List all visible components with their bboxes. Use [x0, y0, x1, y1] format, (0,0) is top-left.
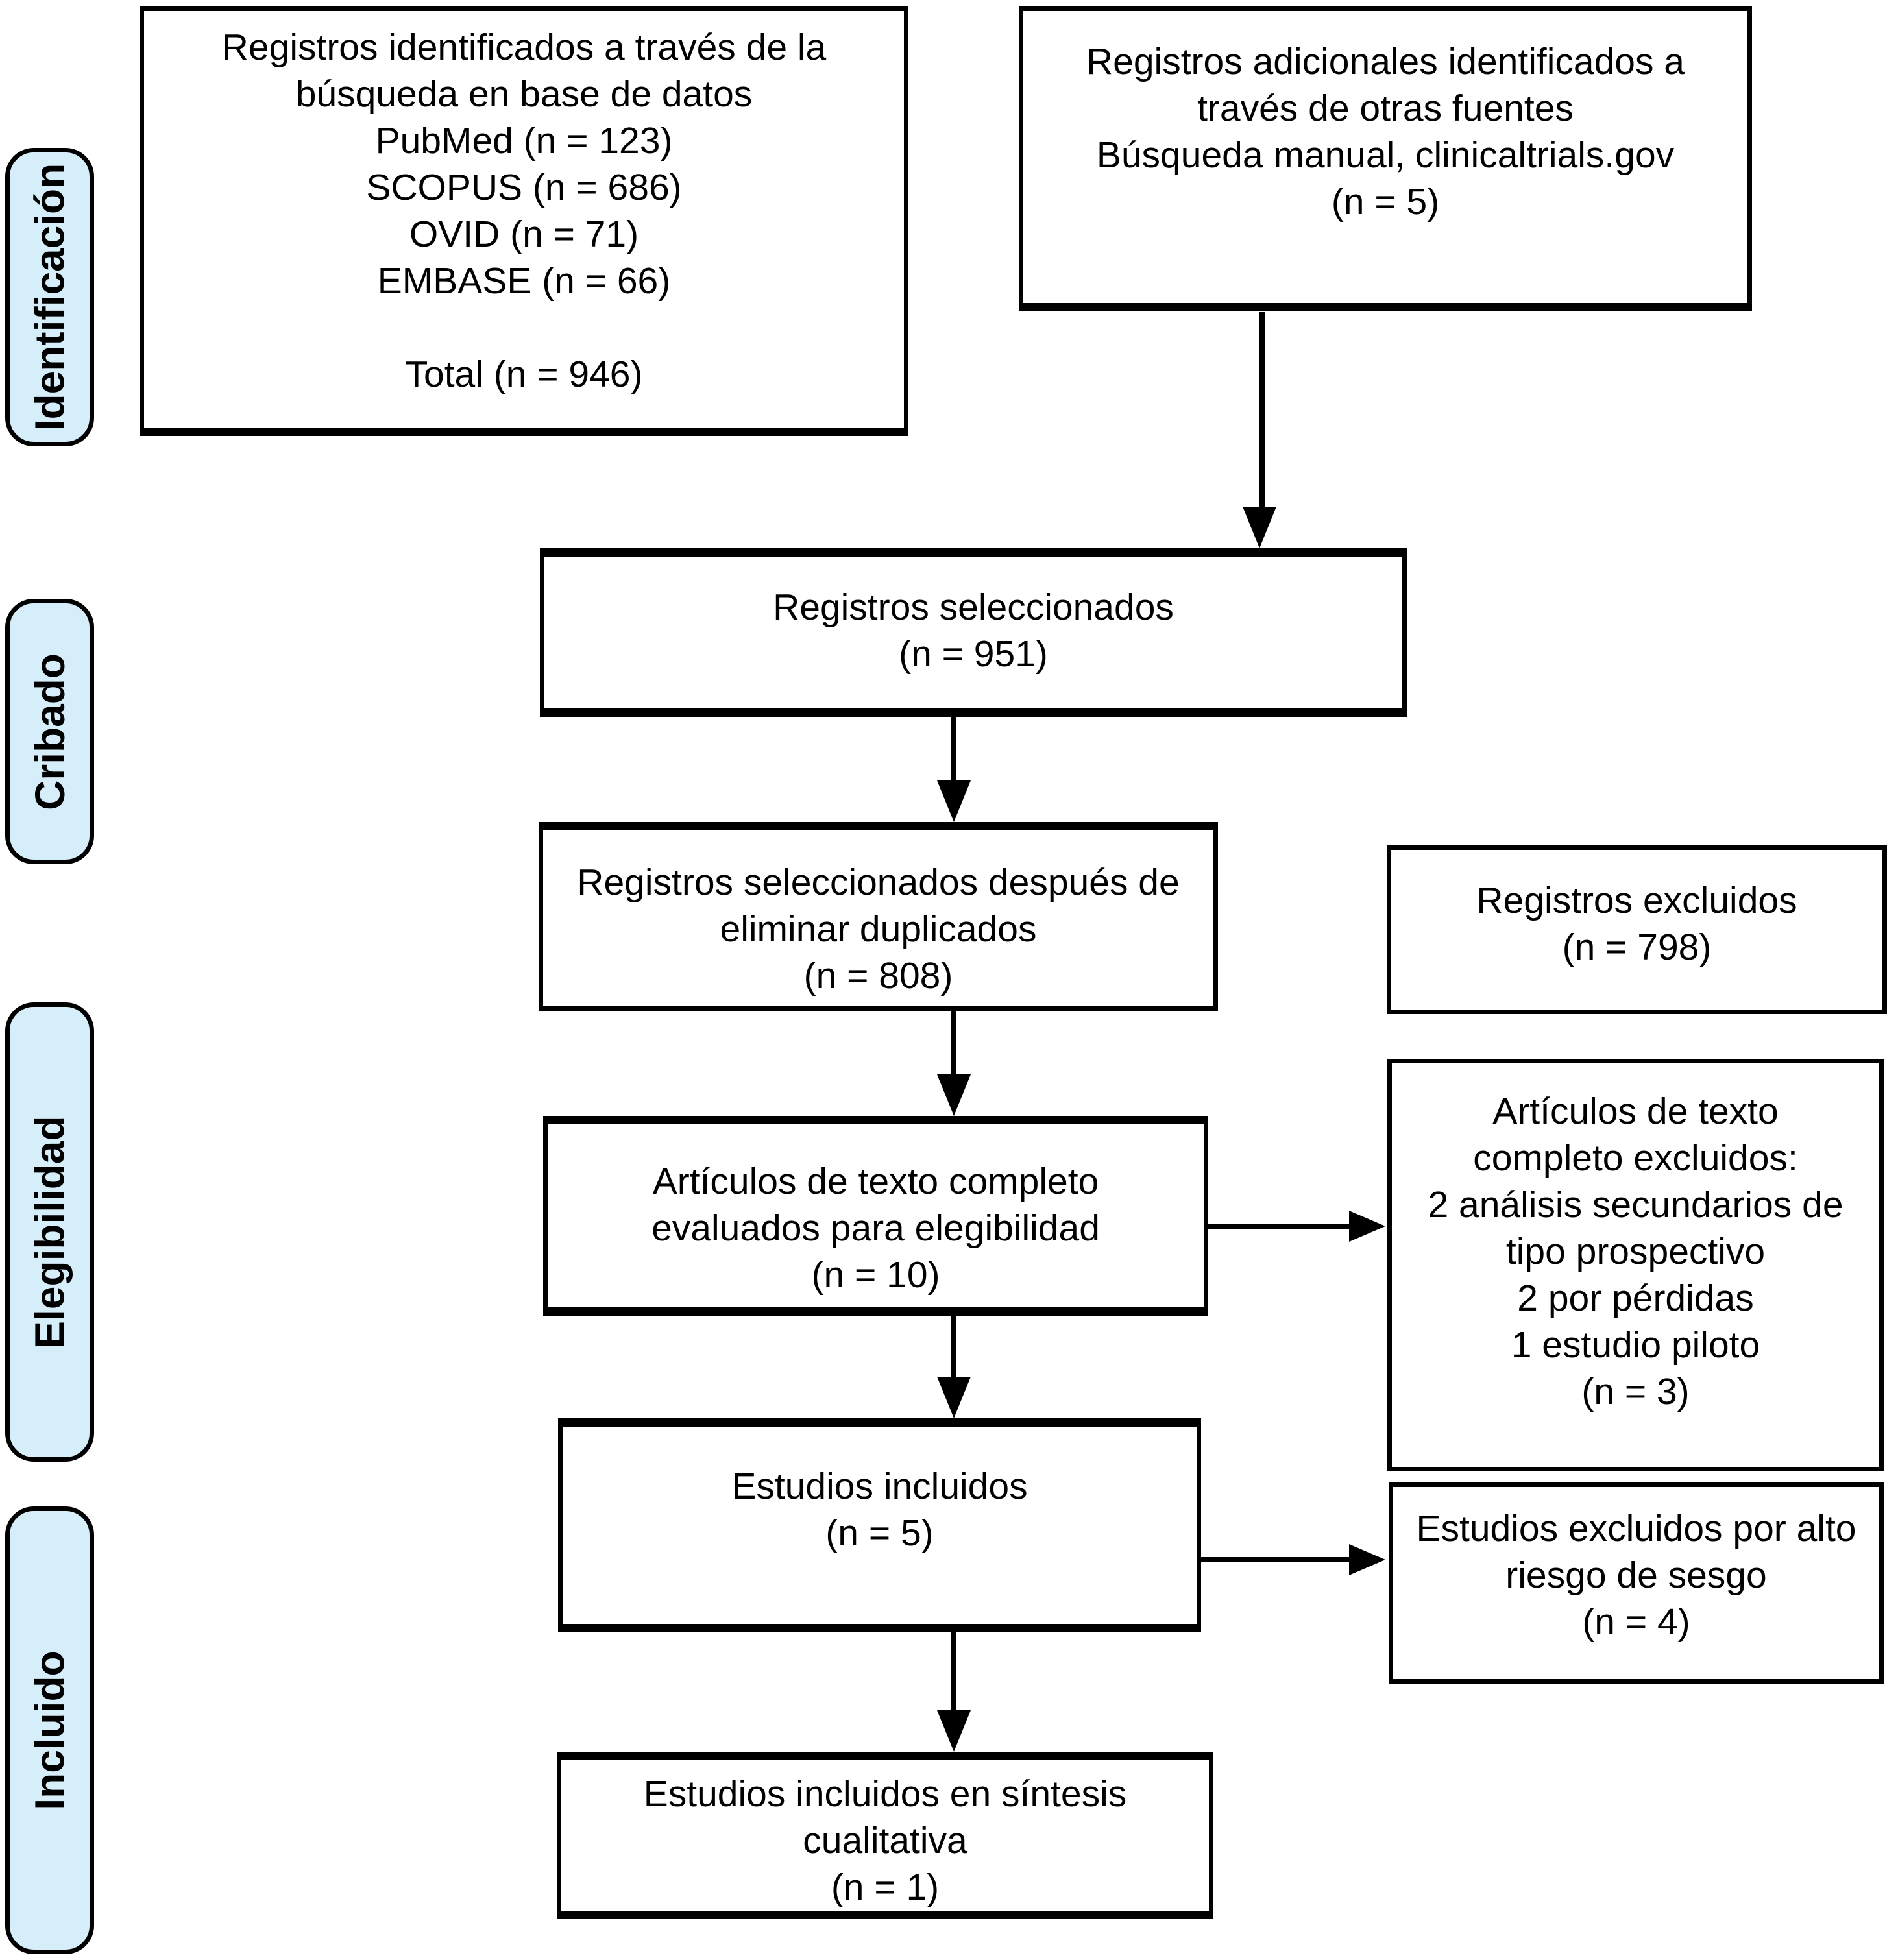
arrowhead-down-icon [937, 1377, 971, 1418]
stage-elegibilidad-label: Elegibilidad [26, 1115, 73, 1349]
box-line: Estudios excluidos por alto [1416, 1508, 1856, 1549]
box-line: SCOPUS (n = 686) [366, 167, 682, 208]
box-line: (n = 5) [1331, 181, 1440, 223]
box-line: PubMed (n = 123) [375, 120, 673, 162]
box-line: (n = 808) [803, 955, 953, 997]
box-line: (n = 951) [899, 633, 1048, 675]
stage-identificacion-label: Identificación [26, 163, 73, 431]
box-line: través de otras fuentes [1197, 88, 1574, 129]
box-line [144, 304, 904, 351]
box-fulltext-assessed: Artículos de texto completo evaluados pa… [543, 1116, 1208, 1316]
box-records-after-duplicates: Registros seleccionados después de elimi… [539, 822, 1218, 1011]
stage-elegibilidad: Elegibilidad [5, 1002, 94, 1462]
box-studies-excluded-bias: Estudios excluidos por alto riesgo de se… [1389, 1482, 1884, 1684]
box-fulltext-excluded: Artículos de texto completo excluidos: 2… [1387, 1059, 1884, 1471]
box-line: Búsqueda manual, clinicaltrials.gov [1096, 134, 1675, 176]
box-line: Registros seleccionados [773, 587, 1174, 628]
box-line: EMBASE (n = 66) [377, 260, 671, 302]
box-records-excluded: Registros excluidos (n = 798) [1387, 845, 1887, 1014]
stage-cribado: Cribado [5, 599, 94, 864]
box-line: Registros seleccionados después de [577, 862, 1180, 903]
box-line: Artículos de texto completo [652, 1161, 1099, 1202]
arrow-fulltext-to-included-line [951, 1316, 956, 1377]
box-line: (n = 3) [1581, 1371, 1690, 1412]
box-line: Estudios incluidos en síntesis [643, 1773, 1127, 1815]
arrowhead-down-icon [937, 1710, 971, 1752]
box-line: completo excluidos: [1473, 1137, 1798, 1179]
box-line: (n = 10) [811, 1254, 940, 1296]
box-line: Artículos de texto [1492, 1091, 1779, 1132]
box-line: OVID (n = 71) [409, 213, 639, 255]
arrowhead-right-icon [1349, 1211, 1385, 1242]
arrow-other-sources-to-screened-line [1259, 312, 1265, 507]
box-studies-included: Estudios incluidos (n = 5) [558, 1418, 1201, 1632]
box-line: riesgo de sesgo [1505, 1555, 1767, 1596]
box-qualitative-synthesis: Estudios incluidos en síntesis cualitati… [557, 1752, 1213, 1919]
arrowhead-down-icon [937, 780, 971, 822]
box-line: (n = 4) [1582, 1601, 1690, 1643]
box-line: 2 por pérdidas [1517, 1277, 1754, 1319]
box-line: 1 estudio piloto [1511, 1324, 1760, 1366]
stage-cribado-label: Cribado [26, 653, 73, 810]
box-line: tipo prospectivo [1505, 1231, 1766, 1272]
box-line: eliminar duplicados [720, 908, 1037, 950]
box-records-other-sources: Registros adicionales identificados a tr… [1019, 6, 1752, 311]
box-line: Registros excluidos [1476, 880, 1797, 921]
box-line: búsqueda en base de datos [295, 73, 753, 115]
box-line: Estudios incluidos [731, 1466, 1028, 1507]
box-line: cualitativa [803, 1820, 967, 1861]
box-line: (n = 5) [825, 1512, 934, 1554]
arrowhead-down-icon [937, 1074, 971, 1116]
arrow-included-to-bias-excluded-line [1201, 1557, 1349, 1562]
arrow-fulltext-to-excluded-line [1208, 1224, 1349, 1229]
arrow-duplicates-to-fulltext-line [951, 1011, 956, 1074]
box-records-identified-databases: Registros identificados a través de la b… [140, 6, 908, 436]
stage-incluido: Incluido [5, 1506, 94, 1954]
box-line: evaluados para elegibilidad [651, 1207, 1100, 1249]
box-line: (n = 1) [831, 1867, 940, 1908]
box-line: (n = 798) [1562, 926, 1712, 968]
stage-incluido-label: Incluido [26, 1651, 73, 1810]
arrow-included-to-synthesis-line [951, 1632, 956, 1710]
box-line: Registros identificados a través de la [221, 27, 827, 68]
box-line: Registros adicionales identificados a [1086, 41, 1685, 82]
box-records-screened: Registros seleccionados (n = 951) [540, 548, 1407, 717]
box-line: Total (n = 946) [405, 354, 643, 395]
box-line: 2 análisis secundarios de [1428, 1184, 1843, 1226]
arrow-screened-to-duplicates-line [951, 717, 956, 780]
arrowhead-right-icon [1349, 1544, 1385, 1575]
stage-identificacion: Identificación [5, 148, 94, 446]
arrowhead-down-icon [1243, 507, 1276, 548]
